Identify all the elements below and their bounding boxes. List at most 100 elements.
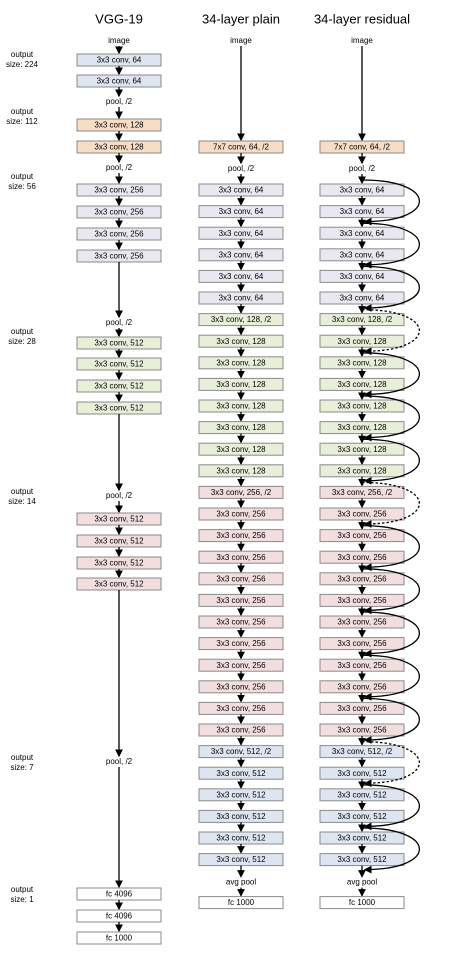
identity-shortcut-arrow <box>361 524 421 572</box>
identity-shortcut-arrow <box>361 179 421 226</box>
output-size-value: size: 56 <box>8 182 36 191</box>
vgg-layer-label: 3x3 conv, 256 <box>94 208 144 217</box>
residual-layer-label: 3x3 conv, 128 <box>337 358 387 367</box>
vgg-layer-label: 3x3 conv, 512 <box>94 360 144 369</box>
residual-layer-label: 3x3 conv, 256 <box>337 682 387 691</box>
vgg-layer-box <box>76 931 162 945</box>
plain-fc-box <box>198 896 284 910</box>
identity-shortcut-arrow <box>361 827 421 874</box>
output-size-value: size: 7 <box>10 763 34 772</box>
plain-layer-label: 3x3 conv, 512 <box>216 855 266 864</box>
residual-layer-label: 3x3 conv, 256 <box>337 510 387 519</box>
plain-layer-label: 3x3 conv, 512 <box>216 812 266 821</box>
vgg-pool-label: pool, /2 <box>106 491 133 500</box>
vgg-layer-label: 3x3 conv, 512 <box>94 515 144 524</box>
plain-layer-label: 3x3 conv, 512 <box>216 834 266 843</box>
output-size-label: output <box>11 487 34 496</box>
plain-layer-label: 3x3 conv, 128, /2 <box>211 315 272 324</box>
residual-layer-label: 3x3 conv, 256 <box>337 618 387 627</box>
output-size-label: output <box>11 107 34 116</box>
residual-layer-label: 3x3 conv, 256 <box>337 553 387 562</box>
output-size-label: output <box>11 327 34 336</box>
projection-shortcut-arrow <box>361 740 421 788</box>
plain-layer-label: 3x3 conv, 128 <box>216 445 266 454</box>
plain-layer-label: 3x3 conv, 256 <box>216 574 266 583</box>
output-size-value: size: 28 <box>8 337 36 346</box>
vgg-layer-label: 3x3 conv, 256 <box>94 230 144 239</box>
plain-layer-label: 3x3 conv, 128 <box>216 380 266 389</box>
identity-shortcut-arrow <box>361 611 421 658</box>
output-size-value: size: 224 <box>6 60 39 69</box>
plain-conv7x7-label: 7x7 conv, 64, /2 <box>213 143 269 152</box>
identity-shortcut-arrow <box>361 654 421 701</box>
vgg-layer-label: fc 4096 <box>106 890 133 899</box>
vgg-layer-label: 3x3 conv, 512 <box>94 559 144 568</box>
residual-layer-label: 3x3 conv, 128 <box>337 402 387 411</box>
column-title-1: 34-layer plain <box>202 11 280 26</box>
plain-layer-label: 3x3 conv, 256 <box>216 639 266 648</box>
vgg-layer-label: 3x3 conv, 128 <box>94 143 144 152</box>
plain-layer-label: 3x3 conv, 64 <box>219 294 264 303</box>
plain-layer-label: 3x3 conv, 256 <box>216 661 266 670</box>
plain-layer-label: 3x3 conv, 256, /2 <box>211 488 272 497</box>
residual-layer-label: 3x3 conv, 256 <box>337 531 387 540</box>
plain-layer-label: 3x3 conv, 64 <box>219 272 264 281</box>
plain-fc-label: fc 1000 <box>228 898 255 907</box>
residual-layer-label: 3x3 conv, 512, /2 <box>332 747 393 756</box>
plain-layer-label: 3x3 conv, 128 <box>216 337 266 346</box>
image-input-label-1: image <box>230 36 252 45</box>
residual-layer-label: 3x3 conv, 64 <box>340 207 385 216</box>
residual-layer-label: 3x3 conv, 256 <box>337 704 387 713</box>
plain-layer-label: 3x3 conv, 512 <box>216 790 266 799</box>
identity-shortcut-arrow <box>361 352 421 399</box>
plain-layer-label: 3x3 conv, 128 <box>216 402 266 411</box>
residual-layer-label: 3x3 conv, 256 <box>337 639 387 648</box>
vgg-layer-label: 3x3 conv, 512 <box>94 580 144 589</box>
plain-layer-label: 3x3 conv, 256 <box>216 682 266 691</box>
residual-layer-label: 3x3 conv, 512 <box>337 812 387 821</box>
output-size-label: output <box>11 50 34 59</box>
plain-layer-label: 3x3 conv, 512, /2 <box>211 747 272 756</box>
plain-layer-label: 3x3 conv, 256 <box>216 618 266 627</box>
plain-layer-label: 3x3 conv, 256 <box>216 510 266 519</box>
vgg-layer-label: fc 1000 <box>106 934 133 943</box>
projection-shortcut-arrow <box>361 481 421 528</box>
projection-shortcut-arrow <box>361 308 421 356</box>
residual-layer-label: 3x3 conv, 256 <box>337 661 387 670</box>
residual-layer-label: 3x3 conv, 256 <box>337 574 387 583</box>
residual-layer-label: 3x3 conv, 128 <box>337 337 387 346</box>
output-size-label: output <box>11 172 34 181</box>
residual-layer-label: 3x3 conv, 256 <box>337 596 387 605</box>
vgg-layer-label: fc 4096 <box>106 912 133 921</box>
residual-layer-label: 3x3 conv, 512 <box>337 855 387 864</box>
residual-fc-box <box>319 896 405 910</box>
image-input-label-2: image <box>351 36 373 45</box>
identity-shortcut-arrow <box>361 784 421 831</box>
plain-layer-label: 3x3 conv, 64 <box>219 186 264 195</box>
identity-shortcut-arrow <box>361 265 421 312</box>
residual-layer-label: 3x3 conv, 64 <box>340 229 385 238</box>
residual-layer-label: 3x3 conv, 128, /2 <box>332 315 393 324</box>
residual-fc-label: fc 1000 <box>349 898 376 907</box>
plain-layer-label: 3x3 conv, 512 <box>216 769 266 778</box>
identity-shortcut-arrow <box>361 222 421 269</box>
residual-layer-label: 3x3 conv, 128 <box>337 423 387 432</box>
plain-layer-label: 3x3 conv, 64 <box>219 250 264 259</box>
residual-avgpool-label: avg pool <box>347 878 377 887</box>
output-size-value: size: 1 <box>10 895 34 904</box>
plain-layer-label: 3x3 conv, 256 <box>216 726 266 735</box>
identity-shortcut-arrow <box>361 697 421 744</box>
identity-shortcut-arrow <box>361 438 421 485</box>
plain-layer-label: 3x3 conv, 256 <box>216 596 266 605</box>
output-size-label: output <box>11 753 34 762</box>
vgg-layer-label: 3x3 conv, 64 <box>97 77 142 86</box>
residual-layer-label: 3x3 conv, 128 <box>337 380 387 389</box>
image-input-label-0: image <box>108 36 130 45</box>
vgg-pool-label: pool, /2 <box>106 318 133 327</box>
residual-layer-label: 3x3 conv, 128 <box>337 445 387 454</box>
plain-layer-label: 3x3 conv, 128 <box>216 466 266 475</box>
identity-shortcut-arrow <box>361 395 421 442</box>
residual-layer-label: 3x3 conv, 64 <box>340 294 385 303</box>
vgg-pool-label: pool, /2 <box>106 757 133 766</box>
